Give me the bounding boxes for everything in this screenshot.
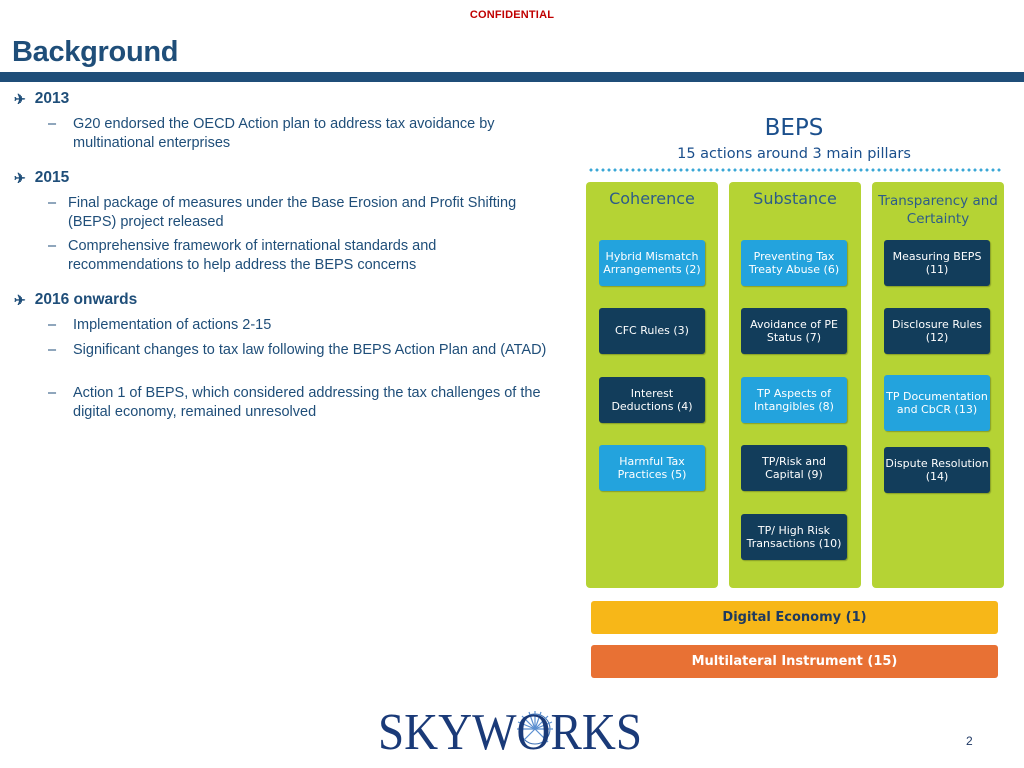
dash-marker: –: [48, 317, 57, 333]
page-title: Background: [12, 36, 179, 68]
multilateral-instrument-band: Multilateral Instrument (15): [591, 645, 998, 678]
logo-starburst: [517, 711, 553, 745]
pillar-title: Transparency and Certainty: [878, 193, 998, 227]
action-box: CFC Rules (3): [599, 308, 705, 354]
airplane-icon: ✈: [14, 291, 26, 308]
dotted-divider: [588, 168, 1002, 172]
sub-bullet-text: Significant changes to tax law following…: [73, 342, 547, 358]
bullet-year: 2016 onwards: [34, 291, 138, 308]
sub-bullet: – Comprehensive framework of internation…: [48, 237, 498, 275]
dash-marker: –: [48, 195, 57, 211]
sub-bullet: – Final package of measures under the Ba…: [48, 194, 558, 232]
beps-subtitle: 15 actions around 3 main pillars: [677, 146, 911, 162]
sub-bullet: – Implementation of actions 2-15: [48, 316, 563, 335]
airplane-icon: ✈: [14, 90, 26, 107]
beps-title: BEPS: [764, 115, 824, 141]
pillar-title: Coherence: [609, 189, 695, 208]
dash-marker: –: [48, 342, 57, 358]
action-box: Harmful Tax Practices (5): [599, 445, 705, 491]
action-box: TP/Risk and Capital (9): [741, 445, 847, 491]
bullet-2016-onwards: ✈ 2016 onwards: [14, 291, 137, 309]
action-box: Measuring BEPS (11): [884, 240, 990, 286]
sub-bullet: – G20 endorsed the OECD Action plan to a…: [48, 115, 563, 153]
title-divider: [0, 72, 1024, 82]
action-box: TP Documentation and CbCR (13): [884, 375, 990, 431]
bullet-2013: ✈ 2013: [14, 90, 69, 108]
action-box: Interest Deductions (4): [599, 377, 705, 423]
dash-marker: –: [48, 116, 57, 132]
skyworks-logo: SKYWORKS: [378, 704, 642, 757]
digital-economy-band: Digital Economy (1): [591, 601, 998, 634]
page-number: 2: [966, 734, 973, 748]
sub-bullet-text: Action 1 of BEPS, which considered addre…: [73, 385, 541, 420]
action-box: Disclosure Rules (12): [884, 308, 990, 354]
dash-marker: –: [48, 238, 57, 254]
sub-bullet-text: G20 endorsed the OECD Action plan to add…: [73, 116, 495, 151]
sub-bullet-text: Comprehensive framework of international…: [68, 238, 437, 273]
sub-bullet: – Significant changes to tax law followi…: [48, 341, 548, 360]
action-box: Avoidance of PE Status (7): [741, 308, 847, 354]
action-box: Preventing Tax Treaty Abuse (6): [741, 240, 847, 286]
pillar-title: Substance: [753, 189, 837, 208]
action-box: Hybrid Mismatch Arrangements (2): [599, 240, 705, 286]
logo-wordmark: SKYWORKS: [378, 704, 642, 757]
confidential-label: CONFIDENTIAL: [469, 9, 555, 21]
action-box: Dispute Resolution (14): [884, 447, 990, 493]
bullet-2015: ✈ 2015: [14, 169, 69, 187]
sub-bullet: – Action 1 of BEPS, which considered add…: [48, 384, 555, 422]
action-box: TP Aspects of Intangibles (8): [741, 377, 847, 423]
action-box: TP/ High Risk Transactions (10): [741, 514, 847, 560]
sub-bullet-text: Implementation of actions 2-15: [73, 317, 272, 333]
sub-bullet-text: Final package of measures under the Base…: [68, 195, 517, 230]
airplane-icon: ✈: [14, 169, 26, 186]
bullet-year: 2015: [34, 169, 70, 186]
dash-marker: –: [48, 385, 57, 401]
bullet-year: 2013: [34, 90, 70, 107]
